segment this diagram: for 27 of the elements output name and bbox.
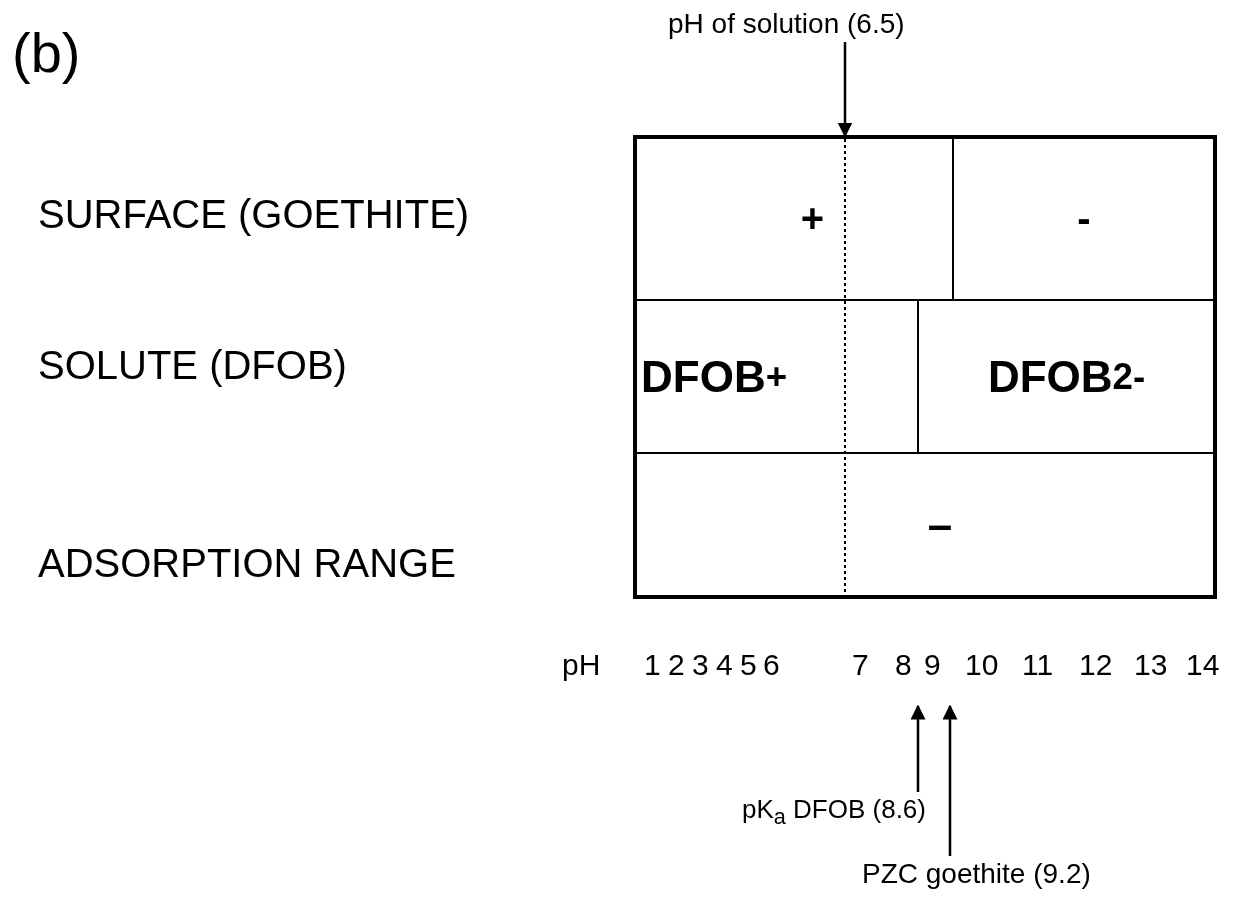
row-label: SOLUTE (DFOB) bbox=[38, 343, 347, 388]
tick-label: 9 bbox=[924, 648, 941, 682]
tick-label: 6 bbox=[763, 648, 780, 682]
tick-label: 11 bbox=[1022, 648, 1054, 682]
figure-label: (b) bbox=[12, 20, 81, 85]
arrow bbox=[910, 704, 926, 792]
axis-label: pH bbox=[562, 648, 601, 682]
row-label: ADSORPTION RANGE bbox=[38, 541, 456, 586]
annotation-text: PZC goethite (9.2) bbox=[862, 858, 1091, 890]
tick-label: 7 bbox=[852, 648, 869, 682]
tick-label: 1 bbox=[644, 648, 661, 682]
annotation-text: pK$_{a}$ DFOB (8.6) bbox=[742, 794, 926, 831]
arrow bbox=[837, 42, 853, 138]
row-label: SURFACE (GOETHITE) bbox=[38, 192, 470, 237]
surface-charge-cell: - bbox=[953, 137, 1215, 300]
surface-charge-cell: + bbox=[635, 137, 953, 300]
tick-label: 3 bbox=[692, 648, 709, 682]
tick-label: 5 bbox=[740, 648, 757, 682]
tick-label: 14 bbox=[1186, 648, 1220, 682]
tick-label: 10 bbox=[965, 648, 999, 682]
tick-label: 13 bbox=[1134, 648, 1168, 682]
annotation-text: pH of solution (6.5) bbox=[668, 8, 905, 40]
tick-label: 2 bbox=[668, 648, 685, 682]
tick-label: 8 bbox=[895, 648, 912, 682]
tick-label: 12 bbox=[1079, 648, 1113, 682]
arrow bbox=[942, 704, 958, 856]
tick-label: 4 bbox=[716, 648, 733, 682]
